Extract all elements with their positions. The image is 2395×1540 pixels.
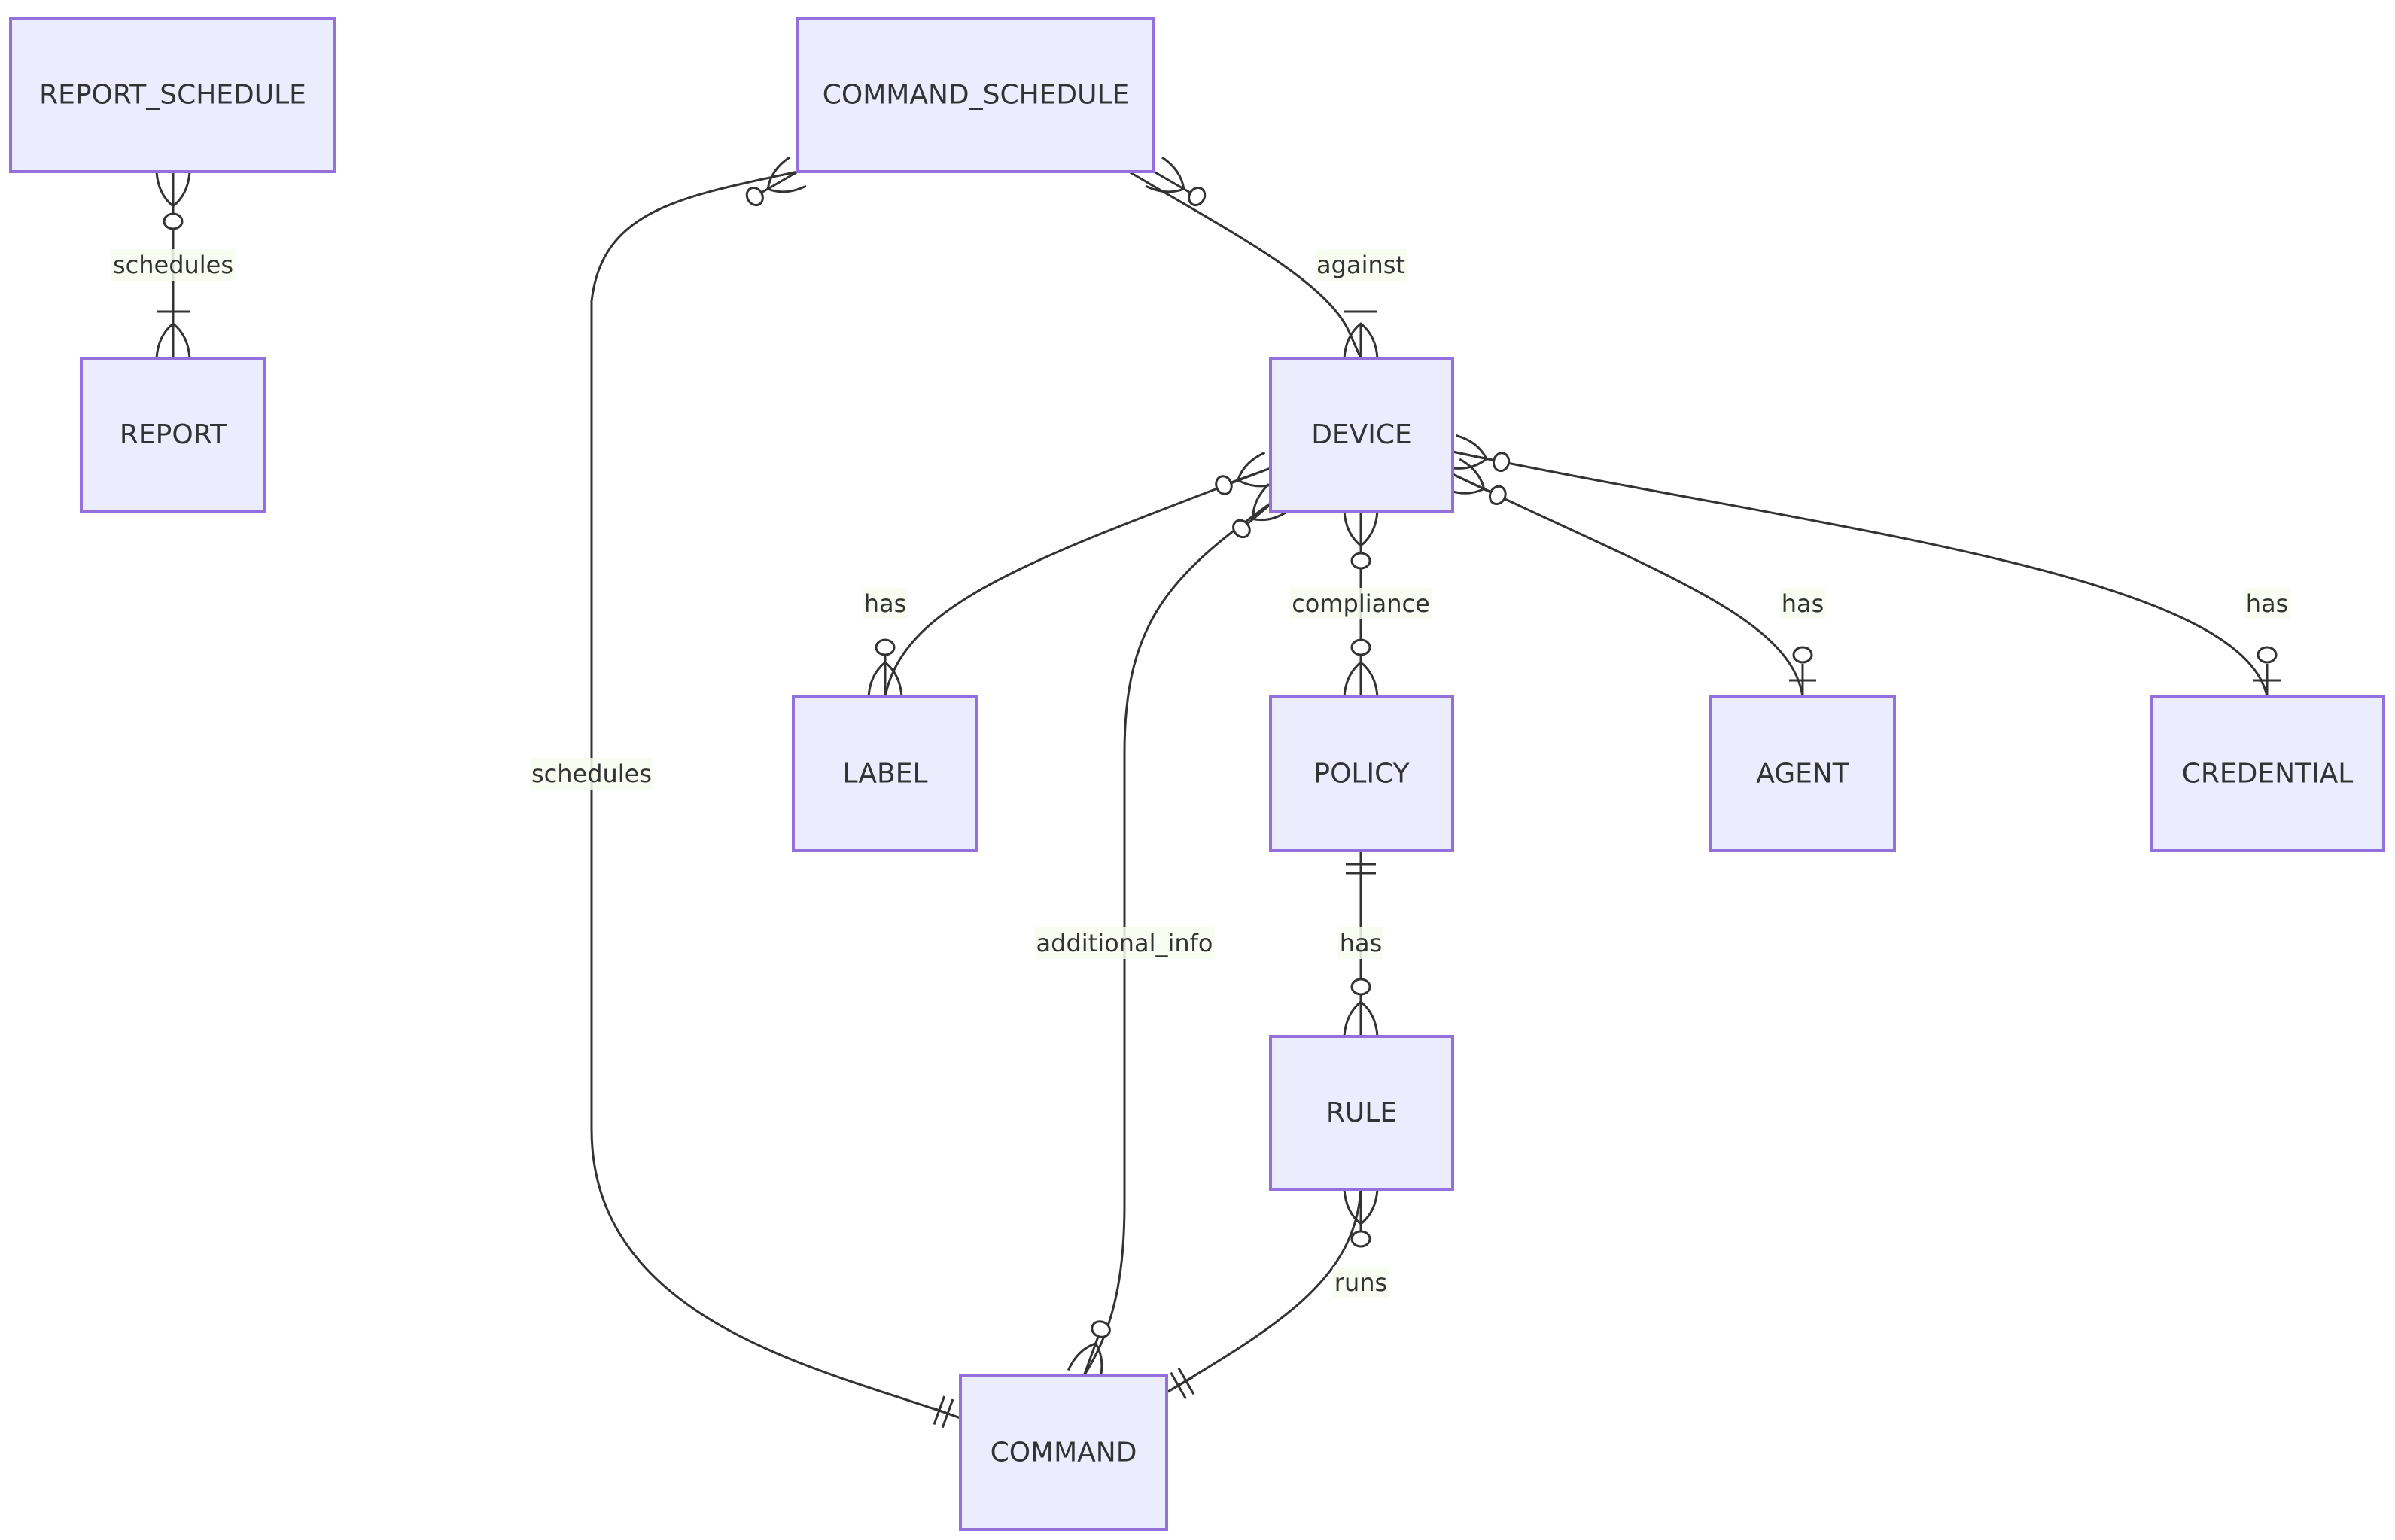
relationship-label-background [1290,588,1432,619]
relationship-label-text: compliance [1292,589,1430,618]
relationship-label: additional_info [1034,927,1215,959]
relationship-label-text: schedules [531,759,652,788]
entity-agent[interactable]: AGENT [1709,695,1896,852]
relationship-label-background [529,758,654,790]
entity-box [792,695,978,852]
entity-report[interactable]: REPORT [80,357,266,513]
relationship-label: schedules [529,758,654,790]
relationship-label: compliance [1290,588,1432,619]
relationship-label: has [1779,588,1826,619]
cardinality-zero-or-more-icon [1215,451,1277,495]
entity-label[interactable]: LABEL [792,695,978,852]
cardinality-zero-or-more-icon [155,171,191,230]
cardinality-zero-or-more-icon [1232,483,1292,539]
relationship-label-background [1337,927,1384,959]
entity-name: DEVICE [1311,419,1412,450]
cardinality-zero-or-more-icon [1449,434,1511,473]
relationship-device-to-command [1067,483,1292,1382]
cardinality-zero-or-more-icon [1145,156,1207,207]
entity-credential[interactable]: CREDENTIAL [2150,695,2385,852]
entity-name: COMMAND [991,1438,1137,1468]
entity-report-schedule[interactable]: REPORT_SCHEDULE [9,17,336,173]
relationship-command-schedule-to-device [1128,156,1379,359]
relationship-label-text: against [1316,251,1405,279]
entity-policy[interactable]: POLICY [1269,695,1454,852]
cardinality-exactly-one-icon [931,1395,961,1429]
cardinality-exactly-one-icon [1346,851,1376,881]
relationship-label: has [862,588,908,619]
entity-name: POLICY [1313,759,1410,790]
relationship-command-schedule-to-command [590,156,961,1429]
relationship-device-to-credential [1449,434,2281,698]
cardinality-zero-or-one-icon [1789,646,1816,697]
relationship-label-background [1315,249,1407,281]
relationship-labels-layer: schedules against schedules has compliance ha… [111,249,2290,1298]
entity-box [1269,695,1454,852]
relationship-label: has [1337,927,1384,959]
cardinality-zero-or-more-icon [1343,1188,1379,1248]
relationship-label-background [111,249,236,281]
cardinality-zero-or-more-icon [1343,638,1379,698]
entity-name: LABEL [842,759,927,790]
relationship-label-text: additional_info [1036,929,1213,957]
relationship-label-text: has [864,589,907,618]
entity-box [1269,357,1454,513]
entity-box [80,357,266,513]
entity-name: RULE [1326,1097,1397,1128]
relationship-label-background [1034,927,1215,959]
entity-name: COMMAND_SCHEDULE [823,80,1130,111]
cardinality-zero-or-more-icon [867,638,903,698]
entity-box [2150,695,2385,852]
relationship-label: against [1315,249,1407,281]
entity-device[interactable]: DEVICE [1269,357,1454,513]
cardinality-one-or-more-icon [1343,310,1379,359]
cardinality-zero-or-more-icon [1445,458,1507,506]
cardinality-one-or-more-icon [155,310,191,359]
entity-box [959,1374,1168,1531]
entities-layer: REPORT_SCHEDULE REPORT COMMAND_SCHEDULE DEV… [9,17,2385,1531]
cardinality-zero-or-more-icon [1343,978,1379,1037]
relationship-line [1452,473,1804,698]
relationship-label-background [1332,1267,1389,1298]
relationship-label-text: has [2246,589,2289,618]
entity-command[interactable]: COMMAND [959,1374,1168,1531]
entity-rule[interactable]: RULE [1269,1035,1454,1191]
relationship-label-background [862,588,908,619]
entity-name: REPORT_SCHEDULE [39,80,306,111]
relationship-label-text: schedules [113,251,233,279]
relationships-layer [155,156,2281,1429]
entity-command-schedule[interactable]: COMMAND_SCHEDULE [796,17,1155,173]
relationship-label: has [2244,588,2290,619]
entity-name: CREDENTIAL [2182,759,2354,790]
cardinality-zero-or-more-icon [745,156,807,207]
cardinality-zero-or-more-icon [1067,1320,1111,1382]
relationship-line [590,170,961,1420]
relationship-label: runs [1332,1267,1389,1298]
relationship-rule-to-command [1166,1188,1379,1400]
entity-box [9,17,336,173]
relationship-line [1452,450,2269,698]
entity-name: AGENT [1756,759,1850,790]
cardinality-zero-or-more-icon [1343,510,1379,570]
relationship-label-text: has [1340,929,1383,957]
entity-box [1269,1035,1454,1191]
entity-box [796,17,1155,173]
relationship-line [1166,1188,1362,1394]
relationship-device-to-agent [1445,458,1816,698]
relationship-label-background [2244,588,2290,619]
relationship-label-text: runs [1334,1268,1387,1297]
relationship-label-background [1779,588,1826,619]
entity-box [1709,695,1896,852]
relationship-device-to-label [867,451,1277,698]
relationship-label: schedules [111,249,236,281]
cardinality-zero-or-one-icon [2253,646,2281,697]
relationship-line [1128,170,1362,359]
entity-name: REPORT [120,419,227,450]
cardinality-exactly-one-icon [1166,1367,1195,1400]
relationship-label-text: has [1782,589,1824,618]
relationship-line [884,467,1271,698]
